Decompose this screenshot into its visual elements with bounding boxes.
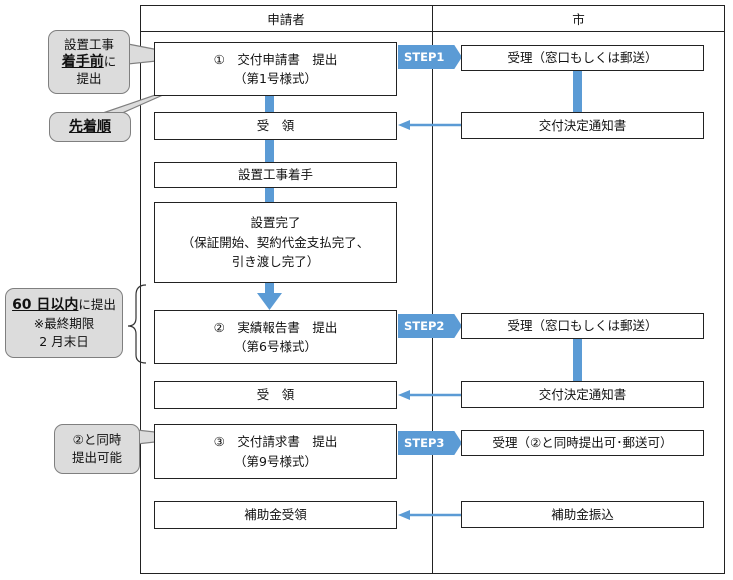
step1-application-box: ① 交付申請書 提出 （第1号様式） bbox=[154, 42, 397, 96]
connector-applicant-3 bbox=[265, 188, 274, 202]
callout-simultaneous-line1: ②と同時 bbox=[72, 431, 122, 447]
callout-deadline-line2: ※最終期限 bbox=[33, 316, 95, 332]
completion-title: 設置完了 bbox=[250, 215, 301, 231]
callout-deadline-emph: 60 日以内 bbox=[12, 296, 79, 313]
city-transfer-label: 補助金振込 bbox=[551, 506, 614, 522]
city-accept-label-2: 受理（窓口もしくは郵送） bbox=[507, 318, 658, 334]
lane-divider bbox=[432, 5, 433, 574]
column-header-applicant: 申請者 bbox=[267, 11, 305, 27]
step3-claim-box: ③ 交付請求書 提出 （第9号様式） bbox=[154, 424, 397, 479]
header-divider bbox=[140, 31, 725, 32]
city-notice-label-2: 交付決定通知書 bbox=[538, 386, 627, 402]
receive-box-1: 受 領 bbox=[154, 112, 397, 140]
callout-before-emph: 着手前 bbox=[61, 53, 104, 70]
city-accept-label-1: 受理（窓口もしくは郵送） bbox=[507, 50, 658, 66]
callout-simultaneous-line2: 提出可能 bbox=[71, 450, 122, 465]
step1-form: （第1号様式） bbox=[234, 71, 317, 86]
city-accept-label-3: 受理（②と同時提出可･郵送可） bbox=[492, 435, 673, 451]
callout-before-construction: 設置工事 着手前に 提出 bbox=[48, 30, 130, 94]
callout-before-line3: 提出 bbox=[76, 71, 102, 87]
city-accept-box-3: 受理（②と同時提出可･郵送可） bbox=[461, 430, 704, 456]
callout-first-come: 先着順 bbox=[49, 112, 131, 142]
step2-report-box: ② 実績報告書 提出 （第6号様式） bbox=[154, 310, 397, 364]
city-notice-box-2: 交付決定通知書 bbox=[461, 381, 704, 408]
step1-title: ① 交付申請書 提出 bbox=[213, 51, 338, 67]
city-accept-box-1: 受理（窓口もしくは郵送） bbox=[461, 45, 704, 71]
receive-box-2: 受 領 bbox=[154, 381, 397, 409]
callout-simultaneous: ②と同時 提出可能 bbox=[54, 424, 140, 474]
step3-arrow: STEP3 bbox=[398, 431, 462, 455]
completion-detail-1: （保証開始、契約代金支払完了、 bbox=[181, 234, 370, 250]
completion-box: 設置完了 （保証開始、契約代金支払完了、 引き渡し完了） bbox=[154, 202, 397, 283]
connector-applicant-2 bbox=[265, 140, 274, 162]
callout-first-come-label: 先着順 bbox=[69, 118, 111, 135]
city-notice-box-1: 交付決定通知書 bbox=[461, 112, 704, 139]
column-header-city: 市 bbox=[572, 11, 585, 27]
construction-start-box: 設置工事着手 bbox=[154, 162, 397, 188]
completion-detail-2: 引き渡し完了） bbox=[231, 254, 320, 270]
callout-deadline-tail: に提出 bbox=[78, 296, 116, 312]
step2-arrow: STEP2 bbox=[398, 314, 462, 338]
city-accept-box-2: 受理（窓口もしくは郵送） bbox=[461, 313, 704, 339]
connector-applicant-1 bbox=[265, 96, 274, 112]
step1-arrow: STEP1 bbox=[398, 45, 462, 69]
city-transfer-box: 補助金振込 bbox=[461, 501, 704, 528]
callout-deadline-line3: 2 月末日 bbox=[39, 334, 89, 350]
receive-label-1: 受 領 bbox=[256, 118, 295, 134]
callout-deadline: 60 日以内に提出 ※最終期限 2 月末日 bbox=[5, 288, 123, 358]
step3-title: ③ 交付請求書 提出 bbox=[213, 434, 338, 450]
city-notice-label-1: 交付決定通知書 bbox=[538, 117, 627, 133]
callout-deadline-line1: 60 日以内に提出 bbox=[12, 295, 116, 315]
subsidy-receive-label: 補助金受領 bbox=[244, 507, 307, 523]
callout-before-tail: に bbox=[103, 53, 117, 69]
step2-title: ② 実績報告書 提出 bbox=[213, 319, 338, 335]
subsidy-receive-box: 補助金受領 bbox=[154, 501, 397, 529]
connector-city-1 bbox=[573, 71, 582, 112]
step2-form: （第6号様式） bbox=[234, 339, 317, 354]
callout-before-line2: 着手前に bbox=[62, 53, 117, 71]
receive-label-2: 受 領 bbox=[256, 387, 295, 403]
connector-city-2 bbox=[573, 339, 582, 381]
construction-start-label: 設置工事着手 bbox=[237, 167, 313, 183]
step3-form: （第9号様式） bbox=[234, 453, 317, 469]
callout-before-line1: 設置工事 bbox=[63, 36, 114, 52]
